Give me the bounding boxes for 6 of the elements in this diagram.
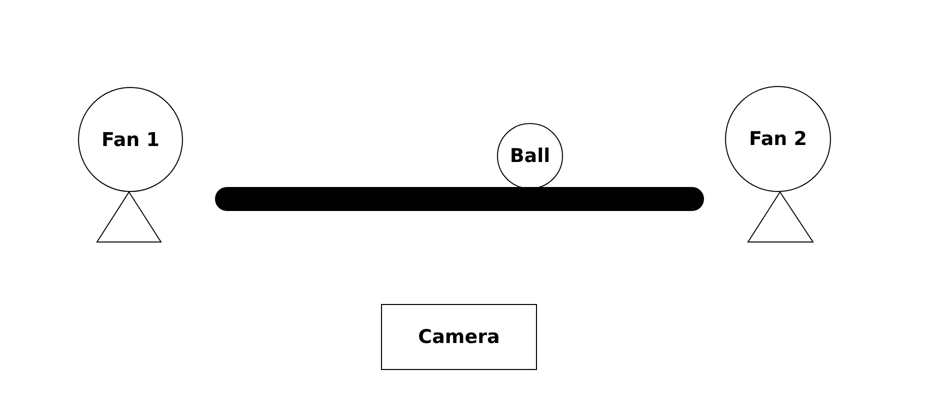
node-label: Fan 2 [748,128,808,150]
node-label: Fan 1 [101,128,160,150]
node-label: Camera [418,326,500,348]
camera-box [381,304,537,370]
node-label: Ball [510,145,550,167]
rail-bar [215,187,704,211]
